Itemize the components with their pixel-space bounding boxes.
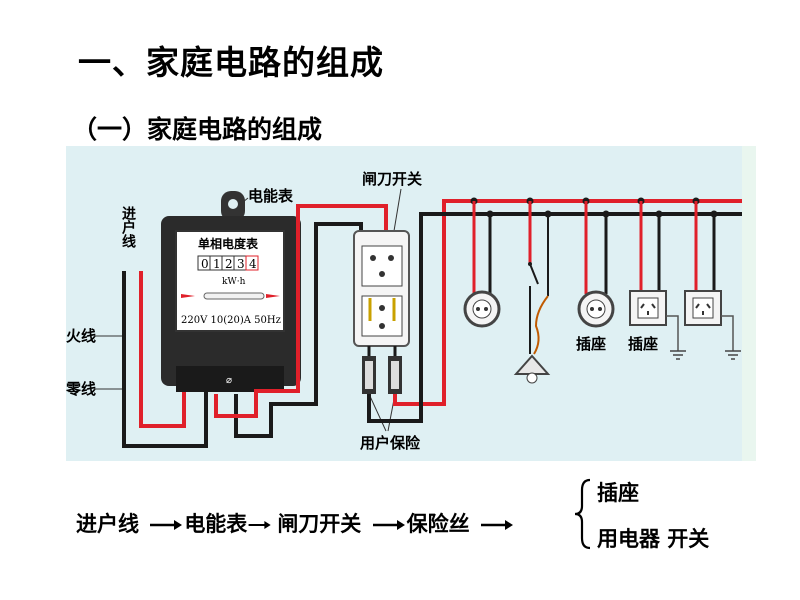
socket-label-1: 插座	[576, 335, 606, 353]
arrow-right-icon	[480, 520, 513, 530]
square-outlet-1	[629, 290, 667, 326]
flow-step-incoming: 进户线	[76, 512, 139, 536]
meter-label: 电能表	[248, 187, 294, 205]
socket-label-2: 插座	[628, 335, 658, 353]
fuse-label: 用户保险	[360, 434, 421, 452]
house-live-main-wire	[393, 199, 742, 406]
live-wire-label: 火线	[66, 327, 96, 345]
meter-digits: 0 1 2 3 4	[197, 255, 259, 271]
knife-switch	[353, 230, 410, 347]
arrow-right-icon	[248, 521, 271, 529]
household-circuit-diagram: 进户线 火线 零线 电能表 单相电度表 0 1	[66, 146, 756, 461]
knife-switch-label: 闸刀开关	[362, 170, 422, 188]
meter-digit: 0	[201, 257, 209, 271]
neutral-wire-label: 零线	[66, 380, 96, 398]
round-outlet-2	[577, 290, 615, 328]
electric-meter: 单相电度表 0 1 2 3 4 kW·h 220V 10(20)A 50Hz ⌀	[161, 191, 301, 392]
live-incoming-wire	[139, 271, 186, 428]
meter-digit: 1	[213, 257, 221, 271]
incoming-line-label: 进户线	[120, 206, 136, 249]
ceiling-lamp	[513, 354, 551, 384]
page-title: 一、家庭电路的组成	[78, 43, 384, 82]
live-meter-output-wire	[214, 204, 388, 418]
round-outlet-1	[463, 290, 501, 328]
meter-digit: 3	[237, 257, 245, 271]
branch-appliance-switch: 用电器 开关	[597, 527, 710, 551]
meter-rating: 220V 10(20)A 50Hz	[181, 315, 281, 326]
arrow-right-icon	[372, 520, 405, 530]
meter-digit: 4	[249, 257, 257, 271]
left-brace-icon	[574, 478, 591, 550]
neutral-incoming-wire	[122, 271, 208, 448]
svg-text:⌀: ⌀	[226, 375, 232, 386]
meter-name: 单相电度表	[198, 236, 259, 251]
flow-step-fuse: 保险丝	[406, 512, 470, 536]
fuses	[362, 356, 402, 394]
lamp-switch	[529, 263, 539, 285]
ground-symbol-2	[725, 350, 741, 360]
composition-flow: 进户线 电能表 闸刀开关 保险丝	[76, 508, 515, 538]
flow-step-meter: 电能表	[184, 512, 248, 536]
ground-symbol-1	[670, 350, 686, 360]
branch-socket: 插座	[597, 481, 639, 505]
arrow-right-icon	[150, 520, 183, 530]
meter-unit: kW·h	[222, 277, 246, 287]
flow-step-switch: 闸刀开关	[277, 512, 362, 536]
square-outlet-2	[684, 290, 722, 326]
neutral-meter-output-wire	[234, 222, 363, 438]
section-subtitle: （一）家庭电路的组成	[72, 115, 323, 144]
house-neutral-main-wire	[367, 212, 742, 423]
meter-digit: 2	[225, 257, 233, 271]
